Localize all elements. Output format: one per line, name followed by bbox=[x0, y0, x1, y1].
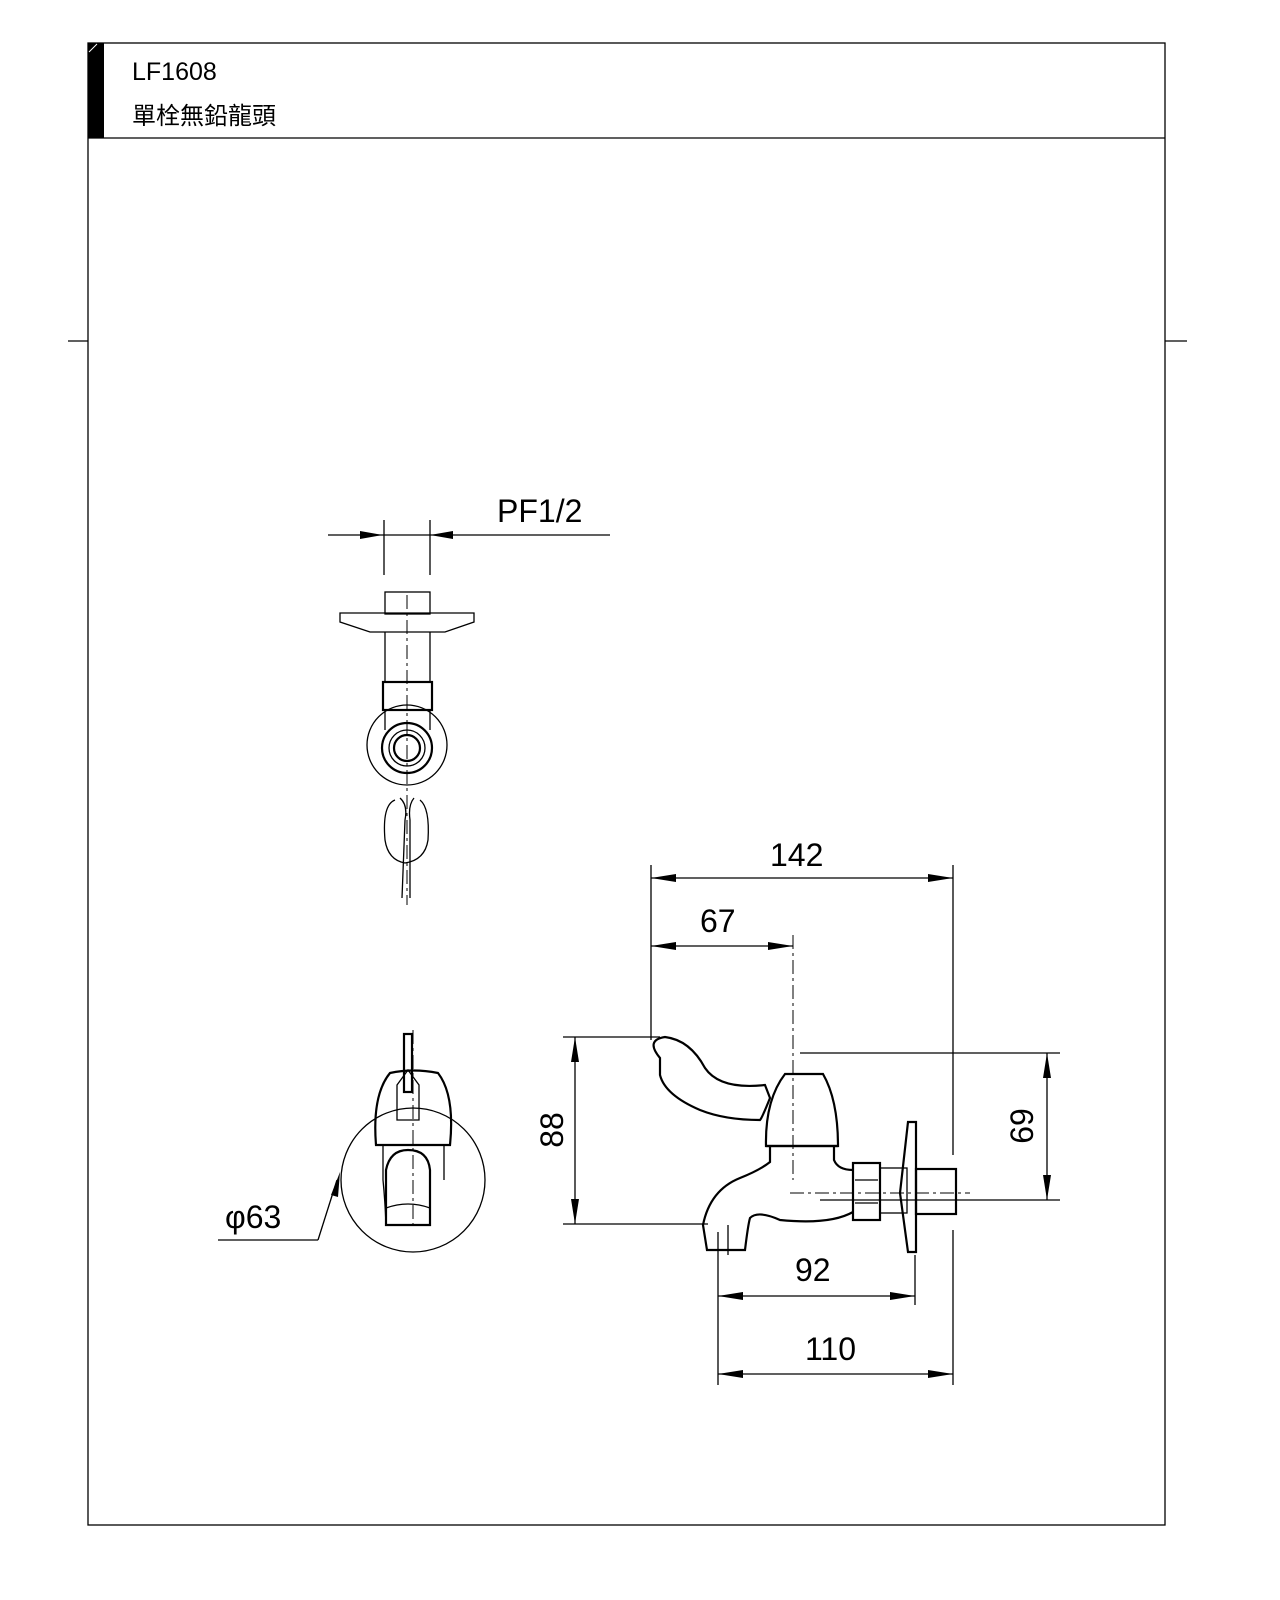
flange-diameter-label: φ63 bbox=[225, 1199, 281, 1235]
overall-height-label: 88 bbox=[534, 1112, 570, 1148]
overall-length-label: 142 bbox=[770, 837, 823, 873]
front-view: φ63 bbox=[218, 1030, 486, 1253]
drawing-frame bbox=[68, 42, 1187, 1526]
top-view: PF1/2 bbox=[328, 493, 610, 905]
side-view: 142 67 88 69 92 110 bbox=[534, 837, 1060, 1385]
spout-to-end-label: 110 bbox=[805, 1331, 856, 1367]
product-name: 單栓無鉛龍頭 bbox=[132, 103, 276, 130]
body-height-label: 69 bbox=[1004, 1108, 1040, 1144]
handle-offset-label: 67 bbox=[700, 903, 736, 939]
spout-to-flange-label: 92 bbox=[795, 1252, 831, 1288]
model-number: LF1608 bbox=[132, 58, 217, 86]
thread-dimension-label: PF1/2 bbox=[497, 493, 582, 529]
